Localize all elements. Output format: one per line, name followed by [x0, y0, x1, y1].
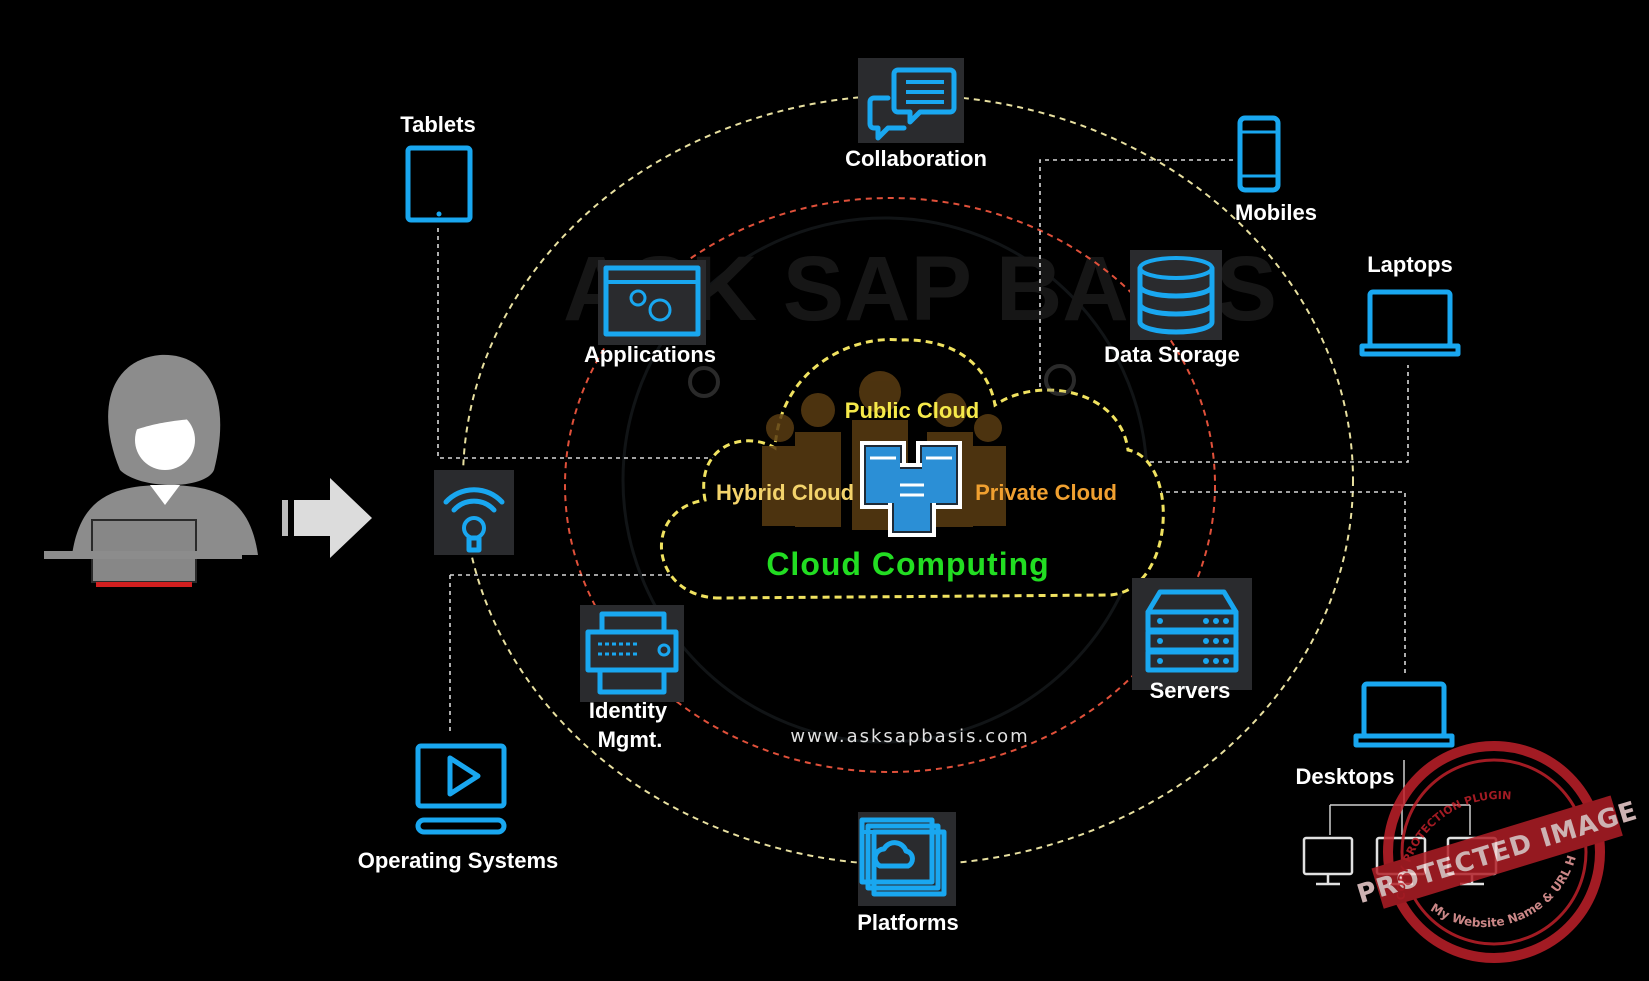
platforms-node: Platforms: [857, 812, 959, 935]
applications-node: Applications: [584, 260, 716, 367]
desktops-label: Desktops: [1295, 764, 1394, 789]
identity-label-line2: Mgmt.: [598, 727, 663, 752]
identity-label-line1: Identity: [589, 698, 668, 723]
operating-systems-label: Operating Systems: [358, 848, 559, 873]
data-storage-label: Data Storage: [1104, 342, 1240, 367]
printer-icon: [585, 611, 679, 695]
tablets-node: Tablets: [400, 112, 476, 223]
cloud-window-icon: [859, 817, 947, 897]
inner-ring: [564, 197, 1216, 773]
applications-label: Applications: [584, 342, 716, 367]
public-cloud-label: Public Cloud: [845, 398, 979, 423]
identity-node: Identity Mgmt.: [580, 605, 684, 752]
server-stack-icon: [860, 441, 962, 537]
collaboration-node: Collaboration: [845, 58, 987, 171]
play-screen-icon: [415, 743, 507, 835]
mobiles-label: Mobiles: [1235, 200, 1317, 225]
laptop-icon: [1359, 289, 1461, 357]
operating-systems-node: Operating Systems: [358, 743, 559, 873]
server-rack-icon: [1145, 589, 1239, 673]
diagram-title: Cloud Computing: [766, 546, 1049, 582]
mobile-icon: [1237, 115, 1281, 193]
private-cloud-label: Private Cloud: [975, 480, 1117, 505]
arrow-right-icon: [282, 478, 372, 558]
desktop-laptop-icon: [1353, 681, 1455, 748]
tablets-label: Tablets: [400, 112, 475, 137]
data-storage-node: Data Storage: [1104, 250, 1240, 367]
servers-node: Servers: [1132, 578, 1252, 703]
wifi-key-icon: [443, 487, 505, 553]
user-avatar: [44, 354, 258, 587]
website-url: www.asksapbasis.com: [790, 726, 1029, 747]
database-icon: [1137, 256, 1215, 335]
gear-icon: [688, 364, 1076, 398]
wifi-key-node: [434, 470, 514, 555]
laptops-node: Laptops: [1359, 252, 1461, 357]
laptops-label: Laptops: [1367, 252, 1453, 277]
tablet-icon: [405, 145, 473, 223]
mobiles-node: Mobiles: [1235, 115, 1317, 225]
platforms-label: Platforms: [857, 910, 958, 935]
central-cloud: Public Cloud Hybrid Cloud Private Cloud …: [659, 338, 1165, 600]
servers-label: Servers: [1150, 678, 1231, 703]
chat-icon: [867, 67, 957, 141]
app-window-icon: [603, 265, 701, 337]
hybrid-cloud-label: Hybrid Cloud: [716, 480, 854, 505]
collaboration-label: Collaboration: [845, 146, 987, 171]
